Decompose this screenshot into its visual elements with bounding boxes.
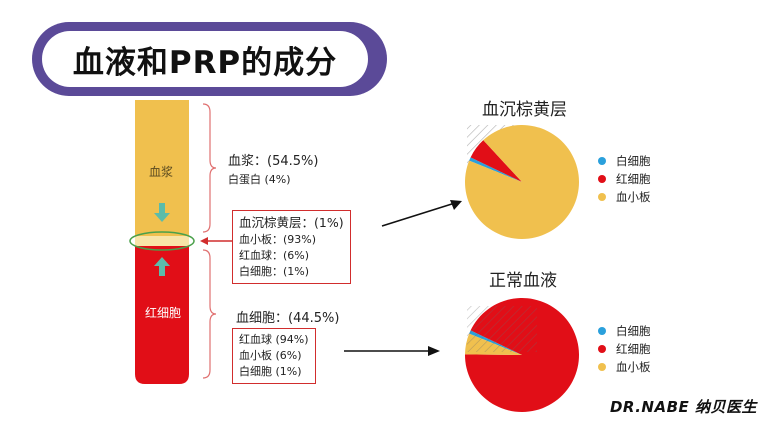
page-title: 血液和PRP的成分 [42,31,368,87]
pie-slice-白细胞 [469,157,522,182]
buffy-item: 血小板：(93%) [239,233,317,246]
legend-blood: 白细胞 红细胞 血小板 [598,322,651,376]
legend-dot [598,157,606,165]
up-arrow-icon [154,257,170,276]
chart-title-blood: 正常血液 [489,271,557,291]
rbc-info-box: 红血球 (94%) 血小板 (6%) 白细胞 (1%) [232,328,316,384]
legend-label: 白细胞 [616,154,651,168]
arrow-to-buffy-chart-head [450,200,462,210]
buffy-head: 血沉棕黄层：(1%) [239,215,344,230]
brand-logo: DR.NABE 纳贝医生 [609,398,757,416]
plasma-bracket [202,103,217,233]
legend-item: 红细胞 [598,340,651,358]
buffy-info-box: 血沉棕黄层：(1%) 血小板：(93%) 红血球：(6%) 白细胞：(1%) [232,210,351,284]
legend-dot [598,363,606,371]
plasma-head: 血浆：(54.5%) [228,154,319,169]
legend-item: 红细胞 [598,170,651,188]
legend-item: 血小板 [598,188,651,206]
legend-item: 血小板 [598,358,651,376]
legend-dot [598,175,606,183]
tube-rbc-label: 红细胞 [145,306,182,320]
rbc-item: 血小板 (6%) [239,349,302,362]
legend-label: 白细胞 [616,324,651,338]
legend-dot [598,327,606,335]
down-arrow-icon [154,203,170,222]
legend-label: 红细胞 [616,172,651,186]
legend-label: 红细胞 [616,342,651,356]
plasma-sub: 白蛋白 (4%) [228,173,291,186]
chart-title-buffy: 血沉棕黄层 [482,100,567,120]
tube-plasma-label: 血浆 [149,165,174,179]
legend-dot [598,193,606,201]
buffy-pointer-head [200,237,208,245]
buffy-highlight-ellipse [129,231,195,251]
pie-chart-blood [465,298,579,412]
rbc-head: 血细胞：(44.5%) [236,311,340,326]
legend-item: 白细胞 [598,322,651,340]
legend-buffy: 白细胞 红细胞 血小板 [598,152,651,206]
pie-slice-红细胞 [470,140,522,182]
pie-slices [465,125,579,239]
legend-dot [598,345,606,353]
rbc-layer [135,246,189,384]
buffy-coat-layer [135,236,189,246]
hatch-overlay [467,306,537,352]
buffy-item: 红血球：(6%) [239,249,310,262]
legend-item: 白细胞 [598,152,651,170]
legend-label: 血小板 [616,360,651,374]
arrow-to-blood-chart-head [428,346,440,356]
pie-chart-buffy [465,125,579,239]
legend-label: 血小板 [616,190,651,204]
rbc-bracket [202,249,217,379]
pie-slice-血小板 [465,125,579,239]
arrow-to-buffy-chart [381,202,456,227]
buffy-item: 白细胞：(1%) [239,265,310,278]
rbc-item: 红血球 (94%) [239,333,309,346]
plasma-info: 血浆：(54.5%) 白蛋白 (4%) [228,150,318,187]
rbc-item: 白细胞 (1%) [239,365,302,378]
